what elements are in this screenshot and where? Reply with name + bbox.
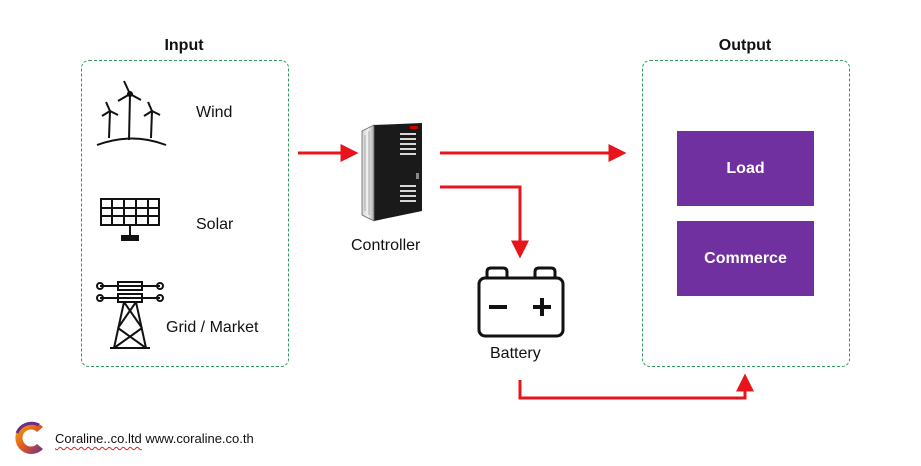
arrow-battery-to-output (518, 373, 754, 400)
arrow-controller-to-battery (440, 185, 529, 259)
input-label-grid-market: Grid / Market (166, 319, 259, 336)
input-label-solar: Solar (196, 216, 234, 233)
footer-website[interactable]: www.coraline.co.th (145, 431, 254, 446)
input-box (81, 60, 289, 367)
battery-icon (477, 266, 565, 338)
output-box (642, 60, 850, 367)
coraline-c-logo-icon (15, 421, 43, 454)
output-title: Output (718, 37, 772, 54)
output-commerce-label: Commerce (704, 249, 787, 267)
input-label-wind: Wind (196, 104, 233, 121)
battery-label: Battery (490, 345, 541, 362)
input-title: Input (164, 37, 204, 54)
output-load-label: Load (726, 159, 765, 177)
footer-company: Coraline..co.ltd (55, 431, 142, 446)
footer-text: Coraline..co.ltd www.coraline.co.th (55, 431, 254, 446)
solar-panel-icon (100, 198, 160, 241)
inverter-controller-icon (361, 123, 422, 222)
output-commerce-box: Commerce (677, 221, 814, 296)
controller-label: Controller (351, 237, 421, 254)
wind-turbine-icon (96, 80, 167, 146)
output-load-box: Load (677, 131, 814, 206)
power-tower-icon (96, 281, 164, 349)
